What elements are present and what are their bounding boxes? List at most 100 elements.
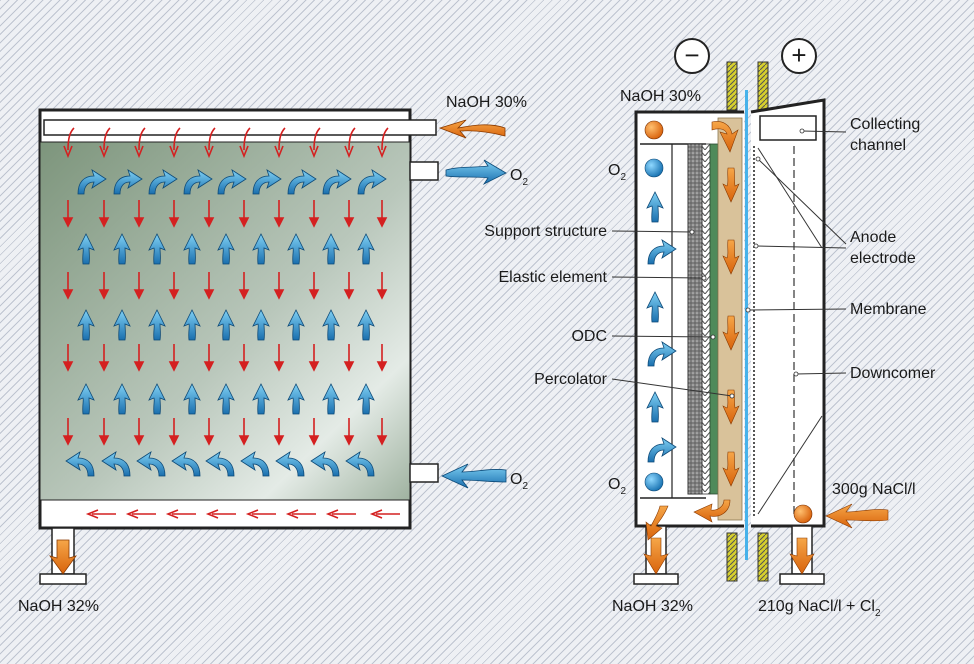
anode-terminal bbox=[781, 38, 817, 74]
inlet-drip-arrow bbox=[63, 127, 75, 159]
flow-arrow bbox=[98, 200, 110, 228]
leader-downcomer bbox=[793, 371, 847, 377]
right-naoh-outlet-label: NaOH 32% bbox=[612, 598, 693, 615]
inlet-drip-arrow bbox=[274, 127, 286, 159]
flow-arrow bbox=[343, 200, 355, 228]
o2-flow-arrow bbox=[357, 233, 375, 265]
o2-outlet-ball bbox=[644, 158, 664, 178]
o2-curl-arrow bbox=[345, 451, 375, 477]
o2-flow-arrow bbox=[357, 383, 375, 415]
flow-arrow bbox=[308, 344, 320, 372]
anode-contact-top bbox=[757, 61, 769, 111]
membrane bbox=[745, 90, 748, 560]
naoh-flow-arrow bbox=[722, 239, 740, 275]
return-flow-arrow bbox=[85, 509, 116, 519]
flow-arrow bbox=[133, 418, 145, 446]
o2-curl-arrow bbox=[65, 451, 95, 477]
left-naoh-outlet-label: NaOH 32% bbox=[18, 598, 99, 615]
o2-flow-arrow bbox=[183, 233, 201, 265]
brine-inlet-arrow bbox=[825, 503, 889, 529]
anode-outlet-base bbox=[779, 573, 825, 585]
anode-diagonal-top bbox=[757, 147, 823, 249]
collecting-channel bbox=[759, 115, 817, 141]
flow-arrow bbox=[168, 200, 180, 228]
o2-flow-arrow bbox=[357, 309, 375, 341]
inlet-drip-arrow bbox=[377, 127, 389, 159]
inlet-drip-arrow bbox=[169, 127, 181, 159]
left-o2-inlet-label: O2 bbox=[510, 471, 528, 492]
leader-collecting-channel bbox=[799, 128, 847, 134]
o2-flow-arrow bbox=[113, 383, 131, 415]
naoh-flow-arrow bbox=[722, 167, 740, 203]
flow-arrow bbox=[203, 418, 215, 446]
right-brine-inlet-label: 300g NaCl/l bbox=[832, 481, 916, 498]
o2-flow-arrow bbox=[287, 383, 305, 415]
o2-flow-arrow bbox=[646, 391, 664, 423]
naoh-outlet-arrow bbox=[48, 539, 78, 575]
o2-curl-arrow bbox=[183, 169, 213, 195]
o2-flow-arrow bbox=[287, 233, 305, 265]
o2-curl-arrow bbox=[101, 451, 131, 477]
o2-flow-arrow bbox=[287, 309, 305, 341]
o2-curl-arrow bbox=[113, 169, 143, 195]
flow-arrow bbox=[62, 272, 74, 300]
brine-inlet-ball bbox=[793, 504, 813, 524]
leader-membrane bbox=[745, 307, 847, 313]
right-o2-bottom-label: O2 bbox=[608, 476, 626, 497]
left-cell-inlet-distributor bbox=[43, 119, 437, 136]
label-percolator: Percolator bbox=[534, 371, 608, 388]
anode-diagonal-bottom bbox=[757, 415, 823, 515]
o2-curl-arrow bbox=[171, 451, 201, 477]
flow-arrow bbox=[62, 418, 74, 446]
label-anode: Anode bbox=[850, 229, 896, 246]
flow-arrow bbox=[62, 344, 74, 372]
left-cell-outlet-base bbox=[39, 573, 87, 585]
anode-plus-sign: + bbox=[791, 40, 806, 70]
o2-flow-arrow bbox=[148, 233, 166, 265]
flow-arrow bbox=[168, 344, 180, 372]
o2-flow-arrow bbox=[217, 233, 235, 265]
leader-elastic-element bbox=[611, 275, 707, 281]
left-o2-outlet-label: O2 bbox=[510, 167, 528, 188]
naoh-flow-arrow bbox=[722, 389, 740, 425]
cathode-contact-bottom bbox=[726, 532, 738, 582]
inlet-drip-arrow bbox=[204, 127, 216, 159]
label-elastic-element: Elastic element bbox=[499, 269, 608, 286]
label-membrane: Membrane bbox=[850, 301, 927, 318]
flow-arrow bbox=[273, 200, 285, 228]
flow-arrow bbox=[168, 418, 180, 446]
o2-flow-arrow bbox=[113, 309, 131, 341]
o2-curl-arrow bbox=[205, 451, 235, 477]
return-flow-arrow bbox=[369, 509, 400, 519]
o2-curl-arrow bbox=[240, 451, 270, 477]
inlet-drip-arrow bbox=[239, 127, 251, 159]
flow-arrow bbox=[98, 418, 110, 446]
o2-flow-arrow bbox=[252, 309, 270, 341]
right-cell-o2-flow-arrows bbox=[646, 191, 677, 463]
flow-arrow bbox=[273, 418, 285, 446]
flow-arrow bbox=[343, 344, 355, 372]
cathode-outlet-curve-arrow bbox=[645, 505, 669, 541]
o2-flow-arrow bbox=[322, 383, 340, 415]
o2-inlet-arrow bbox=[441, 463, 507, 489]
flow-arrow bbox=[98, 272, 110, 300]
flow-arrow bbox=[238, 344, 250, 372]
inlet-drip-arrow bbox=[309, 127, 321, 159]
right-cell: − + bbox=[484, 38, 936, 619]
left-cell-bottom-return-arrows bbox=[85, 509, 400, 519]
flow-arrow bbox=[62, 200, 74, 228]
flow-arrow bbox=[376, 272, 388, 300]
flow-arrow bbox=[376, 200, 388, 228]
o2-flow-arrow bbox=[148, 383, 166, 415]
o2-flow-arrow bbox=[217, 383, 235, 415]
leader-odc bbox=[611, 334, 716, 340]
leader-anode-electrode-b bbox=[753, 243, 847, 249]
percolator-inlet-arrow bbox=[711, 121, 739, 153]
cathode-terminal bbox=[674, 38, 710, 74]
naoh-inlet-arrow bbox=[438, 119, 506, 139]
o2-flow-arrow bbox=[252, 383, 270, 415]
right-o2-top-label: O2 bbox=[608, 162, 626, 183]
o2-flow-arrow bbox=[183, 383, 201, 415]
flow-arrow bbox=[203, 344, 215, 372]
